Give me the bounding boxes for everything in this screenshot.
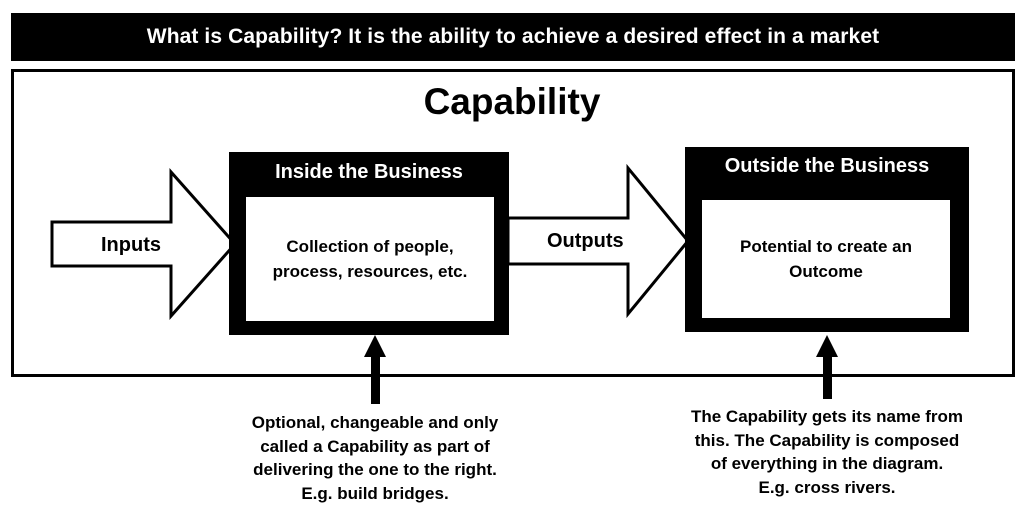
inputs-label: Inputs (101, 234, 161, 256)
inside-business-header: Inside the Business (275, 161, 463, 183)
inside-business-note: Optional, changeable and only called a C… (251, 413, 499, 503)
diagram-title: Capability (423, 81, 601, 122)
outside-business-header: Outside the Business (724, 155, 930, 177)
inputs-arrow-shape (50, 168, 238, 320)
left-up-arrow (364, 335, 386, 404)
right-up-arrow (816, 335, 838, 399)
inside-business-body: Collection of people, process, resources… (246, 197, 494, 321)
outputs-arrow-shape (506, 163, 690, 319)
banner-text: What is Capability? It is the ability to… (146, 25, 880, 48)
outputs-label: Outputs (547, 230, 624, 252)
outside-business-note: The Capability gets its name from this. … (690, 407, 964, 497)
inside-business-box: Inside the Business Collection of people… (229, 152, 509, 335)
outside-business-body: Potential to create an Outcome (702, 200, 950, 318)
title-banner: What is Capability? It is the ability to… (11, 13, 1015, 61)
outside-business-box: Outside the Business Potential to create… (685, 147, 969, 332)
